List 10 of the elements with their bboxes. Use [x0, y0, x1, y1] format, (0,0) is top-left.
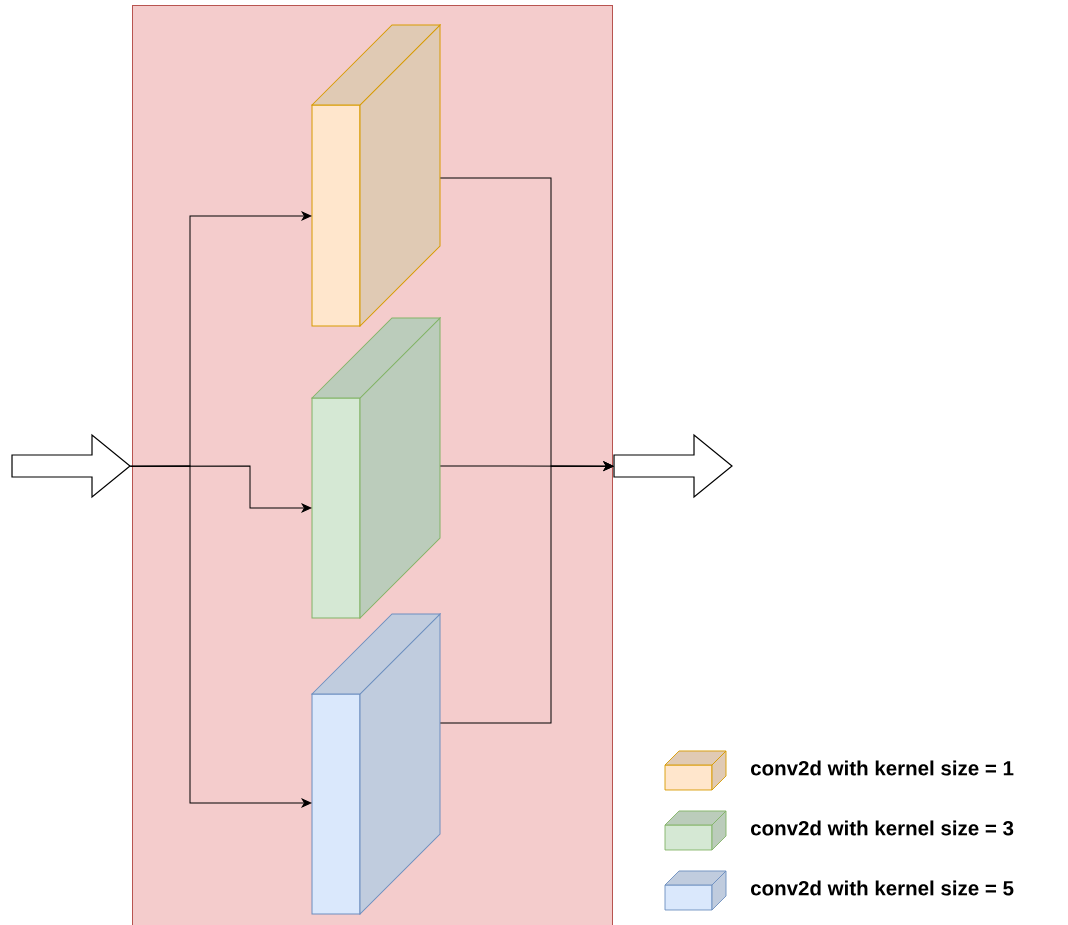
legend-label: conv2d with kernel size = 1 — [751, 760, 1014, 776]
legend-label: conv2d with kernel size = 3 — [751, 820, 1014, 836]
legend-label: conv2d with kernel size = 5 — [751, 880, 1014, 896]
block-arrow — [11, 433, 131, 499]
arrow — [129, 465, 312, 808]
arrow — [439, 461, 614, 724]
cube-block — [311, 317, 441, 619]
cube-block — [311, 24, 441, 327]
cube-block — [311, 613, 441, 915]
block-arrow — [613, 433, 733, 499]
